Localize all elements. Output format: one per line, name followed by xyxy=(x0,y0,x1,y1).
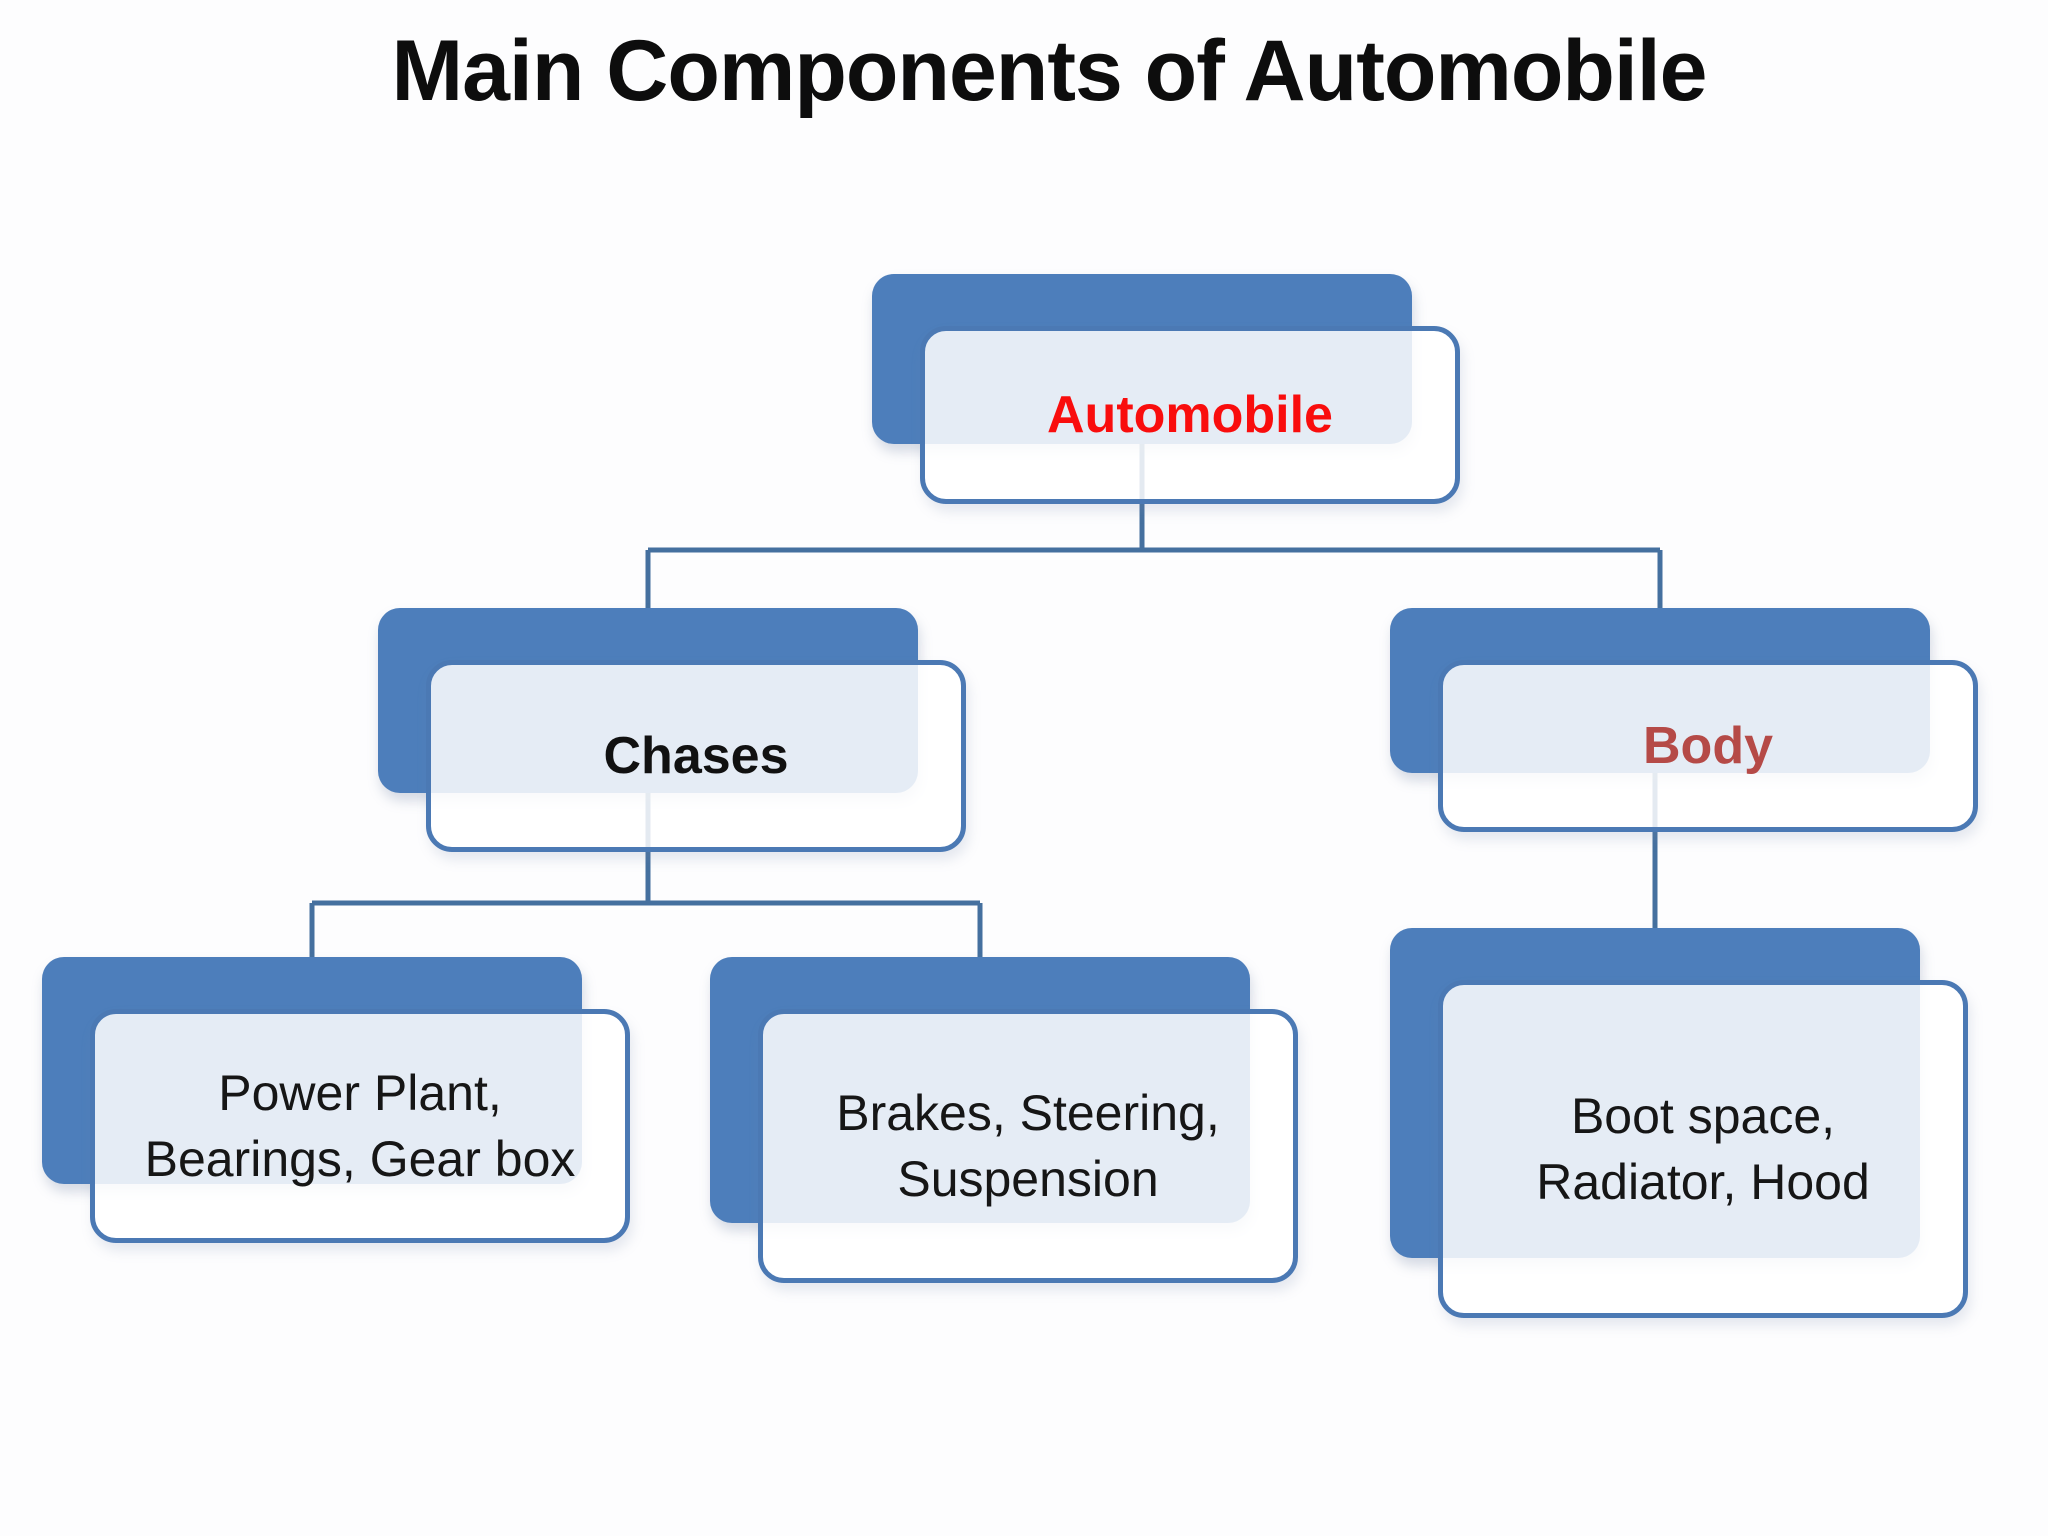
node-automobile-front-panel: Automobile xyxy=(920,326,1460,504)
node-body-front-panel: Body xyxy=(1438,660,1978,832)
node-chases-label: Chases xyxy=(603,726,789,785)
node-boot-space-front-panel: Boot space,Radiator, Hood xyxy=(1438,980,1968,1318)
node-brakes-steering-label: Brakes, Steering,Suspension xyxy=(836,1085,1220,1207)
node-body-label: Body xyxy=(1643,716,1773,775)
node-boot-space-label: Boot space,Radiator, Hood xyxy=(1536,1088,1870,1210)
node-chases-front-panel: Chases xyxy=(426,660,966,852)
node-power-plant-front-panel: Power Plant,Bearings, Gear box xyxy=(90,1009,630,1243)
node-brakes-steering-front-panel: Brakes, Steering,Suspension xyxy=(758,1009,1298,1283)
diagram-title: Main Components of Automobile xyxy=(391,23,1707,119)
node-power-plant-label: Power Plant,Bearings, Gear box xyxy=(144,1065,576,1187)
node-automobile-label: Automobile xyxy=(1047,385,1333,444)
